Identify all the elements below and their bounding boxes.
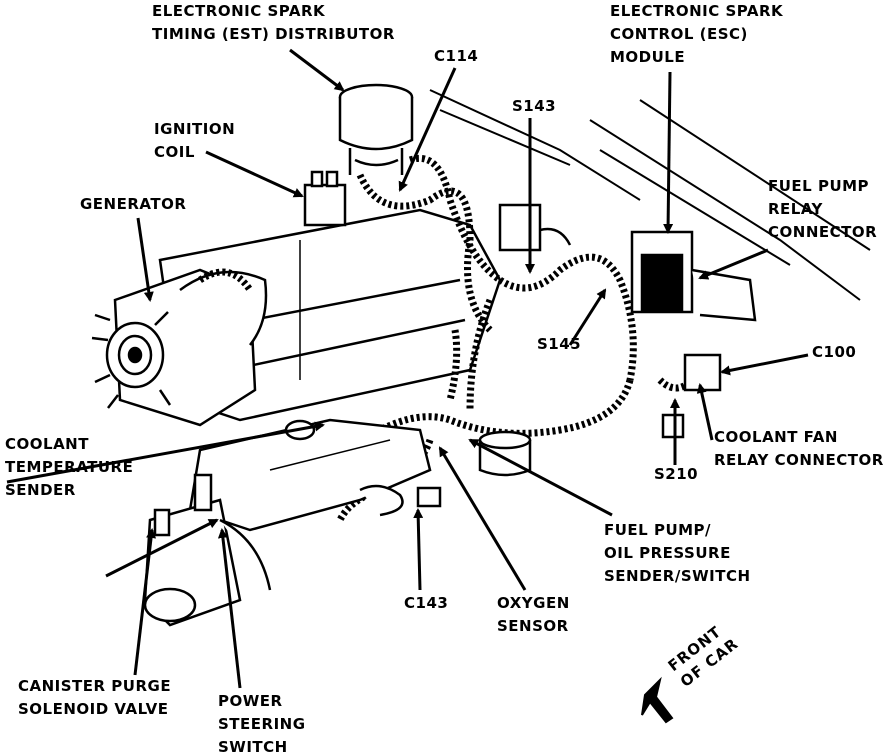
ignition-coil [303,170,347,227]
label-s143: S143 [512,97,557,115]
fender-lines [429,89,871,301]
esc-module [630,230,757,322]
generator [91,268,268,427]
label-power-steering-switch: POWER STEERING SWITCH [218,692,306,756]
label-ignition-coil: IGNITION COIL [154,120,236,161]
canister-purge-and-ps-pump [143,473,272,627]
label-c143: C143 [404,594,449,612]
label-coolant-temp-sender: COOLANT TEMPERATURE SENDER [5,435,134,499]
label-fuel-pump-oil-pressure: FUEL PUMP/ OIL PRESSURE SENDER/SWITCH [604,521,751,585]
label-s210: S210 [654,465,699,483]
label-c100: C100 [812,343,857,361]
label-coolant-fan-relay-connector: COOLANT FAN RELAY CONNECTOR [714,428,884,469]
front-of-car-arrow [641,676,674,724]
label-oxygen-sensor: OXYGEN SENSOR [497,594,570,635]
label-s145: S145 [537,335,582,353]
label-fuel-pump-relay-connector: FUEL PUMP RELAY CONNECTOR [768,177,878,241]
label-canister-purge: CANISTER PURGE SOLENOID VALVE [18,677,172,718]
label-esc-module: ELECTRONIC SPARK CONTROL (ESC) MODULE [610,2,784,66]
c100-connector [661,353,722,439]
label-c114: C114 [434,47,479,65]
s143-junction [498,203,572,252]
leader-arrows [6,48,809,689]
label-generator: GENERATOR [80,195,187,213]
label-est-distributor: ELECTRONIC SPARK TIMING (EST) DISTRIBUTO… [152,2,395,43]
c143-connector [359,484,442,517]
distributor [338,83,414,175]
